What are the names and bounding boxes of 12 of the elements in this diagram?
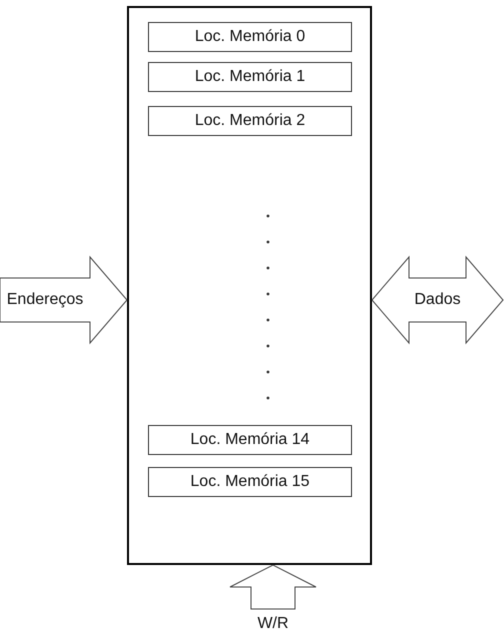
block-arrow (0, 256, 128, 344)
memory-location-box: Loc. Memória 0 (148, 22, 352, 52)
signal-label: W/R (246, 609, 300, 639)
double-block-arrow (371, 256, 504, 344)
memory-location-box: Loc. Memória 15 (148, 467, 352, 497)
memory-location-box: Loc. Memória 1 (148, 62, 352, 92)
memory-location-box: Loc. Memória 2 (148, 106, 352, 136)
edge-label: Dados (414, 291, 461, 309)
memory-location-box: Loc. Memória 14 (148, 425, 352, 455)
edge-label: Endereços (6, 291, 84, 309)
memory-block (127, 6, 372, 565)
block-arrow (230, 564, 316, 610)
